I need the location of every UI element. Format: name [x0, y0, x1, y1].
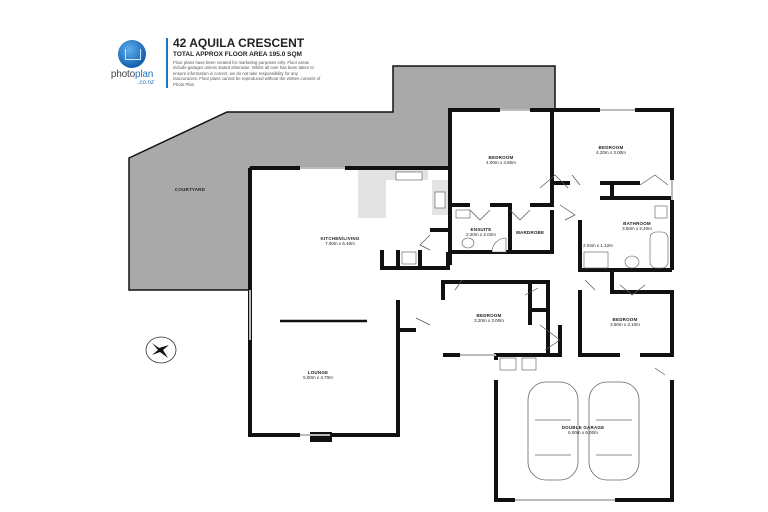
house-outline-icon — [125, 49, 141, 60]
room-label-courtyard: COURTYARD — [174, 187, 206, 192]
sink-icon — [395, 171, 423, 181]
ensuite-toilet-icon — [461, 237, 475, 249]
garage-sink-icon — [521, 357, 537, 371]
bathtub-icon — [649, 231, 669, 269]
photoplan-logo: photoplan .co.nz — [104, 36, 160, 92]
room-label-shower: 2.04m x 1.12m — [583, 243, 613, 248]
shower-icon — [583, 251, 609, 269]
door-swings — [415, 174, 669, 376]
compass-rose-icon — [145, 336, 177, 364]
fixtures — [401, 205, 669, 371]
kitchen-island — [358, 180, 386, 218]
floor-area: TOTAL APPROX FLOOR AREA 195.0 SQM — [173, 51, 302, 58]
ensuite-vanity-icon — [455, 209, 471, 219]
room-label-wardrobe: WARDROBE — [515, 230, 545, 235]
kitchen-bench — [358, 170, 428, 180]
header-divider — [166, 38, 168, 88]
fireplace-icon — [310, 432, 332, 442]
courtyard-area — [128, 65, 556, 291]
house-logo-icon — [118, 40, 146, 68]
property-address: 42 AQUILA CRESCENT — [173, 36, 305, 50]
brand-domain: .co.nz — [137, 80, 154, 86]
garage-tub-icon — [499, 357, 517, 371]
windows — [249, 109, 673, 501]
cooktop-icon — [434, 191, 446, 209]
laundry-tub-icon — [401, 251, 417, 265]
disclaimer: Floor plans have been created for market… — [173, 60, 321, 87]
bath-vanity-icon — [654, 205, 668, 219]
brand-name: photoplan — [110, 69, 154, 80]
plan-header: photoplan .co.nz 42 AQUILA CRESCENT TOTA… — [104, 36, 364, 92]
bath-toilet-icon — [624, 255, 640, 269]
car-icons — [527, 381, 640, 481]
car-icon — [588, 381, 640, 481]
ensuite-shower-icon — [491, 237, 507, 253]
car-icon — [527, 381, 579, 481]
